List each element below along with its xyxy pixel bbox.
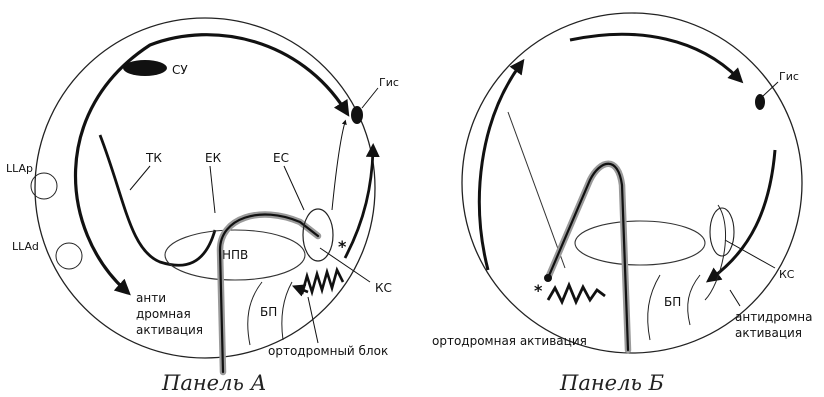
panel-a-ek-leader	[210, 166, 215, 213]
panel-b-label-anti-2: активация	[735, 326, 802, 340]
panel-b-ivc	[575, 221, 705, 265]
panel-a-label-gis: Гис	[379, 76, 399, 89]
panel-b-label-ks: КС	[779, 268, 795, 281]
panel-a-his-leader	[362, 88, 378, 108]
panel-b-label-ortho-activation: ортодромная активация	[432, 334, 587, 348]
panel-b-pacing-star: *	[534, 281, 543, 300]
panel-b-catheter-tip	[544, 274, 552, 282]
panel-b-cs-ostium	[710, 208, 734, 256]
panel-a-ortho-block-arrow	[298, 288, 308, 292]
panel-b: Гис КС * БП ортодромная активация антидр…	[432, 13, 813, 395]
panel-a-label-llap: LLAp	[6, 162, 33, 175]
panel-a-llad-site	[56, 243, 82, 269]
panel-a-his-conduction-outline	[332, 122, 345, 210]
panel-a-es-leader	[284, 166, 304, 210]
panel-a-tk-leader	[130, 166, 150, 190]
panel-b-label-gis: Гис	[779, 70, 799, 83]
panel-b-thin-line	[508, 112, 565, 268]
panel-a-label-ks: КС	[375, 281, 392, 295]
panel-a: СУ Гис LLAp LLAd ТК НПВ ЕК ЕС КС *	[6, 18, 399, 395]
panel-a-caption: Панель А	[161, 371, 266, 395]
panel-b-ortho-zigzag	[548, 285, 605, 302]
panel-a-label-bp: БП	[260, 305, 277, 319]
panel-a-label-npv: НПВ	[222, 248, 248, 262]
panel-a-label-anti-3: активация	[136, 323, 203, 337]
panel-b-ks-leader	[725, 240, 775, 268]
panel-a-label-anti-2: дромная	[136, 307, 191, 321]
panel-a-label-es: ЕС	[273, 151, 289, 165]
panel-a-label-su: СУ	[172, 63, 188, 77]
panel-b-his-node	[755, 94, 765, 110]
panel-a-label-ek: ЕК	[205, 151, 222, 165]
panel-b-bp-line-1	[648, 275, 660, 340]
panel-b-label-bp: БП	[664, 295, 681, 309]
panel-b-caption: Панель Б	[559, 371, 664, 395]
panel-b-label-anti-1: антидромна	[735, 310, 813, 324]
panel-b-catheter-outer	[548, 164, 628, 350]
panel-b-heart-outline	[462, 13, 802, 353]
panel-a-his-node	[351, 106, 363, 124]
panel-a-ortho-block-leader	[308, 297, 318, 343]
panel-a-label-anti-1: анти	[136, 291, 166, 305]
panel-a-ortho-block-zigzag	[302, 270, 343, 294]
panel-b-right-arrow	[712, 150, 775, 278]
panel-a-his-conduction	[345, 150, 373, 258]
panel-a-label-tk: ТК	[145, 151, 162, 165]
panel-a-bp-line-2	[282, 282, 292, 340]
panel-a-label-llad: LLAd	[12, 240, 39, 253]
panel-a-heart-outline	[35, 18, 375, 358]
panel-a-label-ortho-block: ортодромный блок	[268, 344, 388, 358]
panel-a-pacing-star: *	[338, 237, 347, 256]
panel-a-sinus-node	[123, 60, 167, 76]
panel-b-bp-line-2	[688, 275, 700, 325]
panel-b-anti-leader	[730, 290, 740, 306]
panel-b-top-arrow	[570, 34, 738, 78]
